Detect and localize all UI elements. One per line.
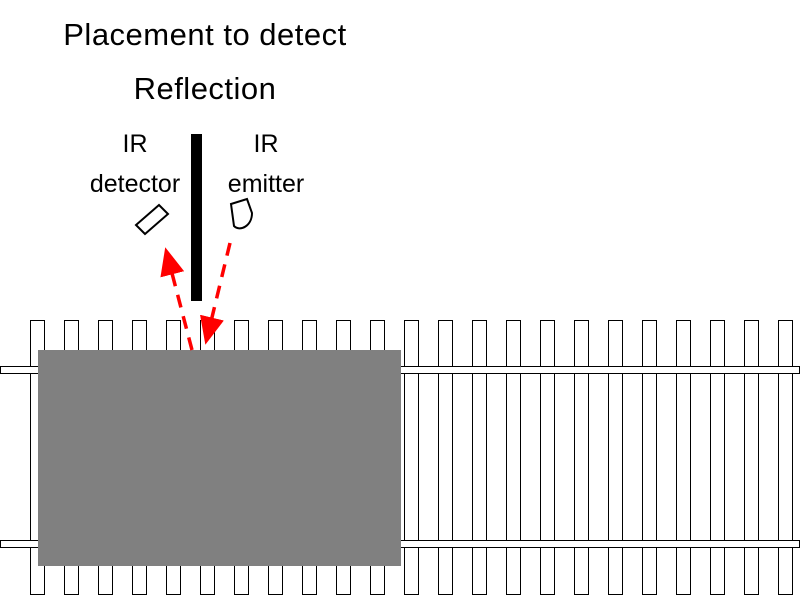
railroad-tie: [676, 320, 691, 595]
railroad-tie: [574, 320, 589, 595]
title-line-2: Reflection: [133, 71, 277, 106]
railroad-tie: [506, 320, 521, 595]
train-car: [38, 350, 401, 566]
ir-detector-label-line-2: detector: [89, 170, 181, 198]
diagram-title: Placement to detect Reflection: [0, 8, 410, 116]
railroad-tie: [540, 320, 555, 595]
title-line-1: Placement to detect: [63, 17, 347, 52]
railroad-tie: [710, 320, 725, 595]
railroad-tie: [744, 320, 759, 595]
railroad-tie: [778, 320, 793, 595]
railroad-tie: [642, 320, 657, 595]
railroad-tie: [472, 320, 487, 595]
ir-emitter-label-line-1: IR: [253, 130, 279, 158]
ir-detector-shape: [134, 203, 170, 236]
railroad-tie: [608, 320, 623, 595]
railroad-tie: [404, 320, 419, 595]
ir-detector-label: IR detector: [62, 124, 208, 204]
optical-barrier-bar: [191, 134, 202, 301]
ir-emitter-label-line-2: emitter: [227, 170, 305, 198]
ir-emitter-label: IR emitter: [196, 124, 336, 204]
ir-detector-label-line-1: IR: [122, 130, 148, 158]
railroad-tie: [438, 320, 453, 595]
